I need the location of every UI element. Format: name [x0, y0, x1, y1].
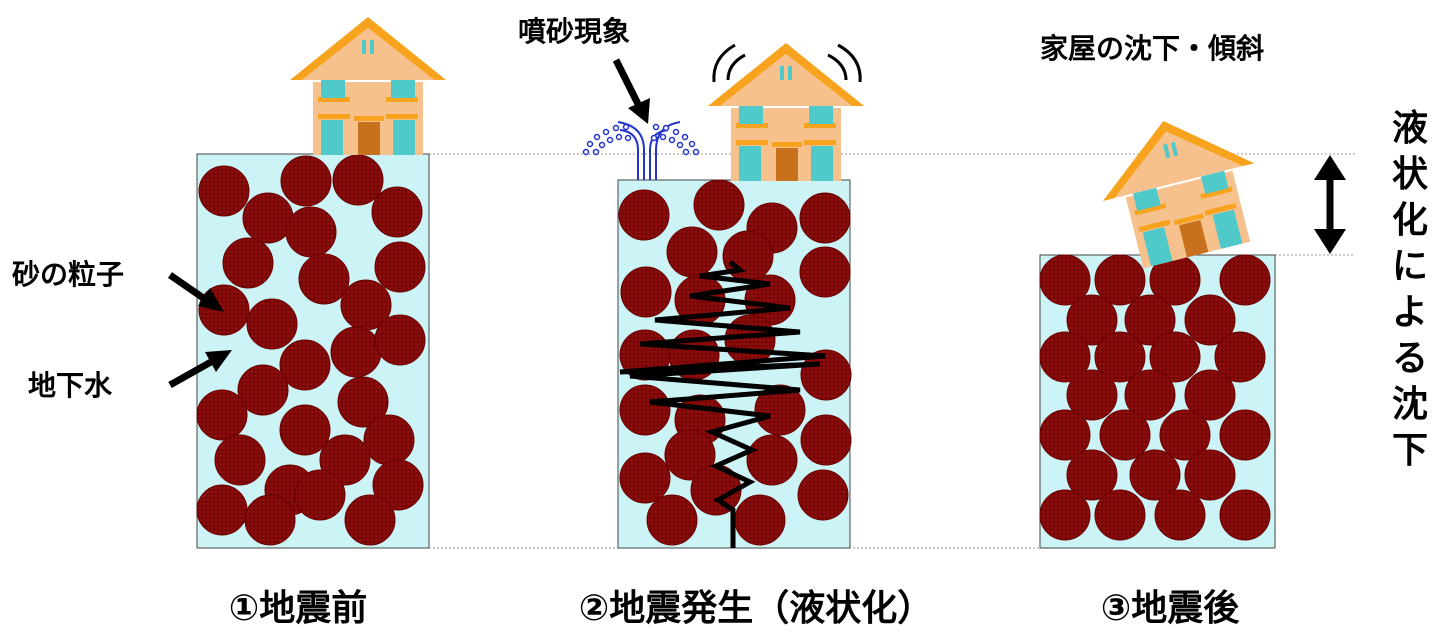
sand-particle — [196, 484, 248, 536]
sand-particle — [1066, 369, 1118, 421]
sand-particle — [363, 414, 415, 466]
sand-particle — [344, 494, 396, 546]
sand-particle — [1159, 409, 1211, 461]
sand-particle — [646, 494, 698, 546]
sand-particle — [279, 339, 331, 391]
house-after-tilted — [1087, 102, 1273, 274]
water-arrow-icon — [168, 350, 232, 389]
sand-particle — [1219, 409, 1271, 461]
sand-particle — [237, 364, 289, 416]
sand-particle — [1129, 449, 1181, 501]
vertical-char: 状 — [1392, 154, 1429, 195]
sand-particle — [1124, 294, 1176, 346]
vertical-char: 液 — [1392, 108, 1428, 149]
sand-particle — [797, 469, 849, 521]
sand-particle — [1039, 254, 1091, 306]
sand-particle — [222, 237, 274, 289]
sand-particle — [1099, 409, 1151, 461]
sand-particle — [330, 326, 382, 378]
sand-particle — [1149, 331, 1201, 383]
sand-particle — [1066, 449, 1118, 501]
sand-particle — [664, 429, 716, 481]
vertical-char: 沈 — [1392, 384, 1428, 425]
sand-particle — [620, 266, 672, 318]
sand-particle — [285, 206, 337, 258]
sand-particle — [1219, 254, 1271, 306]
sand-particle — [799, 192, 851, 244]
sand-arrow-icon — [168, 272, 224, 312]
sand-particle — [196, 389, 248, 441]
sand-particle — [371, 186, 423, 238]
sand-particle — [1094, 489, 1146, 541]
sand-particle — [1214, 331, 1266, 383]
sand-particle — [1154, 489, 1206, 541]
sand-particle — [242, 192, 294, 244]
sand-particle — [799, 246, 851, 298]
vertical-char: 化 — [1392, 200, 1428, 241]
sand-boil-icon — [582, 121, 700, 180]
sand-particle — [372, 459, 424, 511]
sand-particle — [374, 314, 426, 366]
sand-particle — [1184, 294, 1236, 346]
sand-particle — [619, 384, 671, 436]
sand-particle — [298, 253, 350, 305]
vertical-char: 下 — [1392, 430, 1428, 471]
sand-boil-arrow-icon — [612, 58, 650, 124]
sand-particles-before — [196, 154, 426, 546]
sand-boil-label: 噴砂現象 — [518, 15, 630, 48]
sand-particle — [337, 376, 389, 428]
vertical-char: よ — [1392, 292, 1428, 333]
sand-particle — [1039, 489, 1091, 541]
sand-particle — [1184, 369, 1236, 421]
caption-during: ②地震発生（液状化） — [579, 588, 933, 629]
sand-particle — [246, 298, 298, 350]
sand-particle — [198, 284, 250, 336]
sand-particle — [319, 434, 371, 486]
sand-particle — [734, 494, 786, 546]
sand-particle — [618, 189, 670, 241]
sand-particle — [693, 179, 745, 231]
sand-particle — [746, 434, 798, 486]
sand-particle — [1039, 409, 1091, 461]
vertical-char: る — [1392, 338, 1428, 379]
sand-particle — [1066, 294, 1118, 346]
sand-particle — [1124, 369, 1176, 421]
sand-particle — [332, 154, 384, 206]
sand-particle — [1184, 449, 1236, 501]
seismic-wave — [619, 260, 826, 548]
vertical-char: に — [1392, 246, 1428, 287]
house-before — [290, 17, 446, 155]
sand-particle — [754, 384, 806, 436]
sand-particle — [1039, 331, 1091, 383]
sand-particle — [619, 452, 671, 504]
sand-particle — [280, 155, 332, 207]
caption-after: ③地震後 — [1101, 588, 1240, 629]
sand-particle — [666, 226, 718, 278]
sand-particles-after — [1039, 254, 1271, 541]
caption-before: ①地震前 — [229, 588, 367, 629]
sand-particle-label: 砂の粒子 — [12, 258, 124, 291]
house-tilt-label: 家屋の沈下・傾斜 — [1040, 32, 1264, 65]
subsidence-double-arrow-icon — [1314, 155, 1346, 254]
sand-particle — [1094, 254, 1146, 306]
sand-particle — [214, 434, 266, 486]
groundwater-label: 地下水 — [28, 369, 113, 402]
sand-particle — [800, 414, 852, 466]
liquefaction-subsidence-label: 液 状 化 に よ る 沈 下 — [1392, 108, 1429, 471]
sand-particle — [1219, 489, 1271, 541]
sand-particle — [294, 469, 346, 521]
sand-particle — [244, 494, 296, 546]
sand-particle — [724, 314, 776, 366]
sand-particle — [374, 241, 426, 293]
sand-particle — [1094, 331, 1146, 383]
sand-particle — [198, 165, 250, 217]
sand-particle — [279, 404, 331, 456]
shake-marks-icon — [712, 43, 862, 83]
